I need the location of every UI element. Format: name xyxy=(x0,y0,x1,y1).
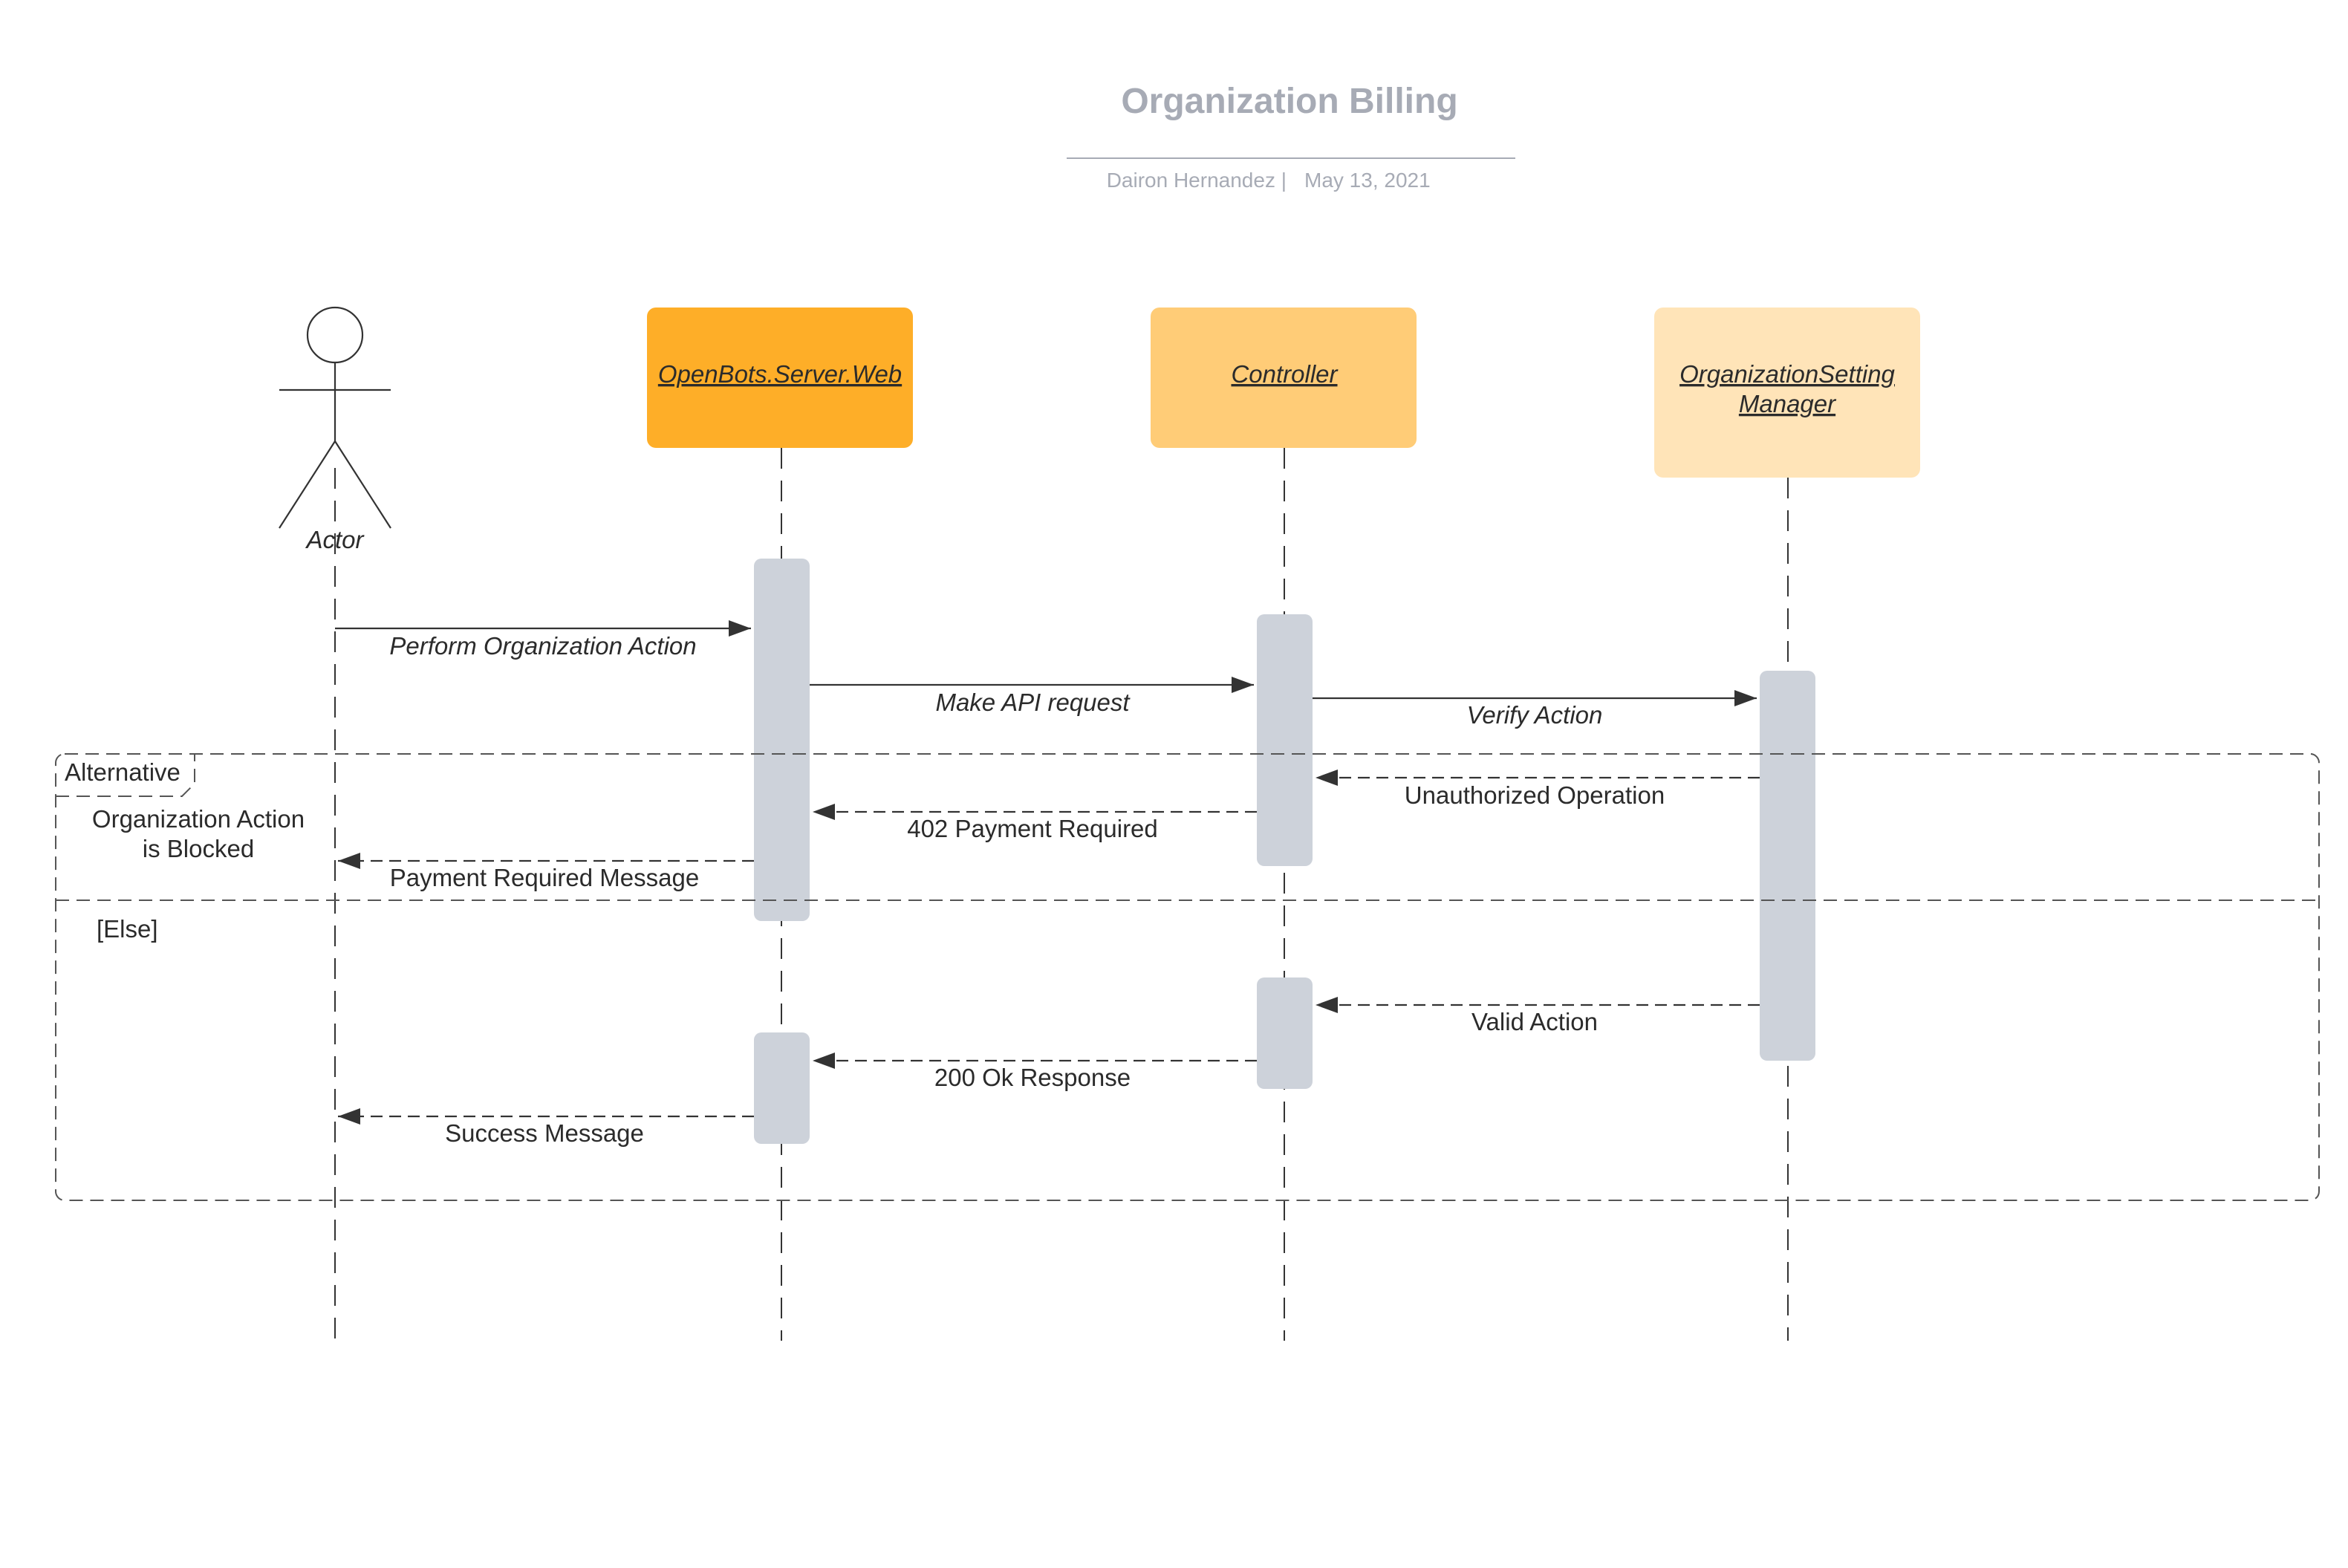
diagram-title: Organization Billing xyxy=(1121,82,1457,121)
participant-controller-label: Controller xyxy=(1231,360,1339,388)
manager-activation xyxy=(1760,671,1815,1061)
message-unauthorized-label: Unauthorized Operation xyxy=(1405,781,1665,809)
date-text: May 13, 2021 xyxy=(1304,169,1431,192)
actor-label: Actor xyxy=(305,526,365,553)
participant-controller xyxy=(1151,308,1417,448)
message-success-label: Success Message xyxy=(445,1119,644,1147)
message-402-label: 402 Payment Required xyxy=(907,815,1158,842)
controller-activation-2 xyxy=(1257,977,1313,1089)
fragment-guard-1: Organization Action xyxy=(92,805,305,833)
fragment-guard-2: is Blocked xyxy=(143,835,254,862)
author-text: Dairon Hernandez | xyxy=(1107,169,1287,192)
message-perform-label: Perform Organization Action xyxy=(389,632,696,660)
participant-manager-label-1: OrganizationSetting xyxy=(1679,360,1895,388)
fragment-else: [Else] xyxy=(97,915,158,943)
actor-icon xyxy=(279,306,391,529)
controller-activation-1 xyxy=(1257,614,1313,866)
web-activation-1 xyxy=(754,559,810,921)
message-valid-label: Valid Action xyxy=(1471,1008,1598,1035)
participant-manager xyxy=(1654,308,1920,478)
participant-web xyxy=(647,308,913,448)
participant-web-label: OpenBots.Server.Web xyxy=(658,360,902,388)
web-activation-2 xyxy=(754,1032,810,1144)
alt-fragment xyxy=(55,753,2320,1201)
message-api-label: Make API request xyxy=(935,689,1131,716)
fragment-label: Alternative xyxy=(65,758,181,786)
message-200-label: 200 Ok Response xyxy=(934,1064,1131,1091)
fragment-label-tab xyxy=(56,754,195,797)
participant-manager-label-2: Manager xyxy=(1739,390,1837,417)
message-payment-label: Payment Required Message xyxy=(390,864,699,891)
message-verify-label: Verify Action xyxy=(1467,701,1603,729)
